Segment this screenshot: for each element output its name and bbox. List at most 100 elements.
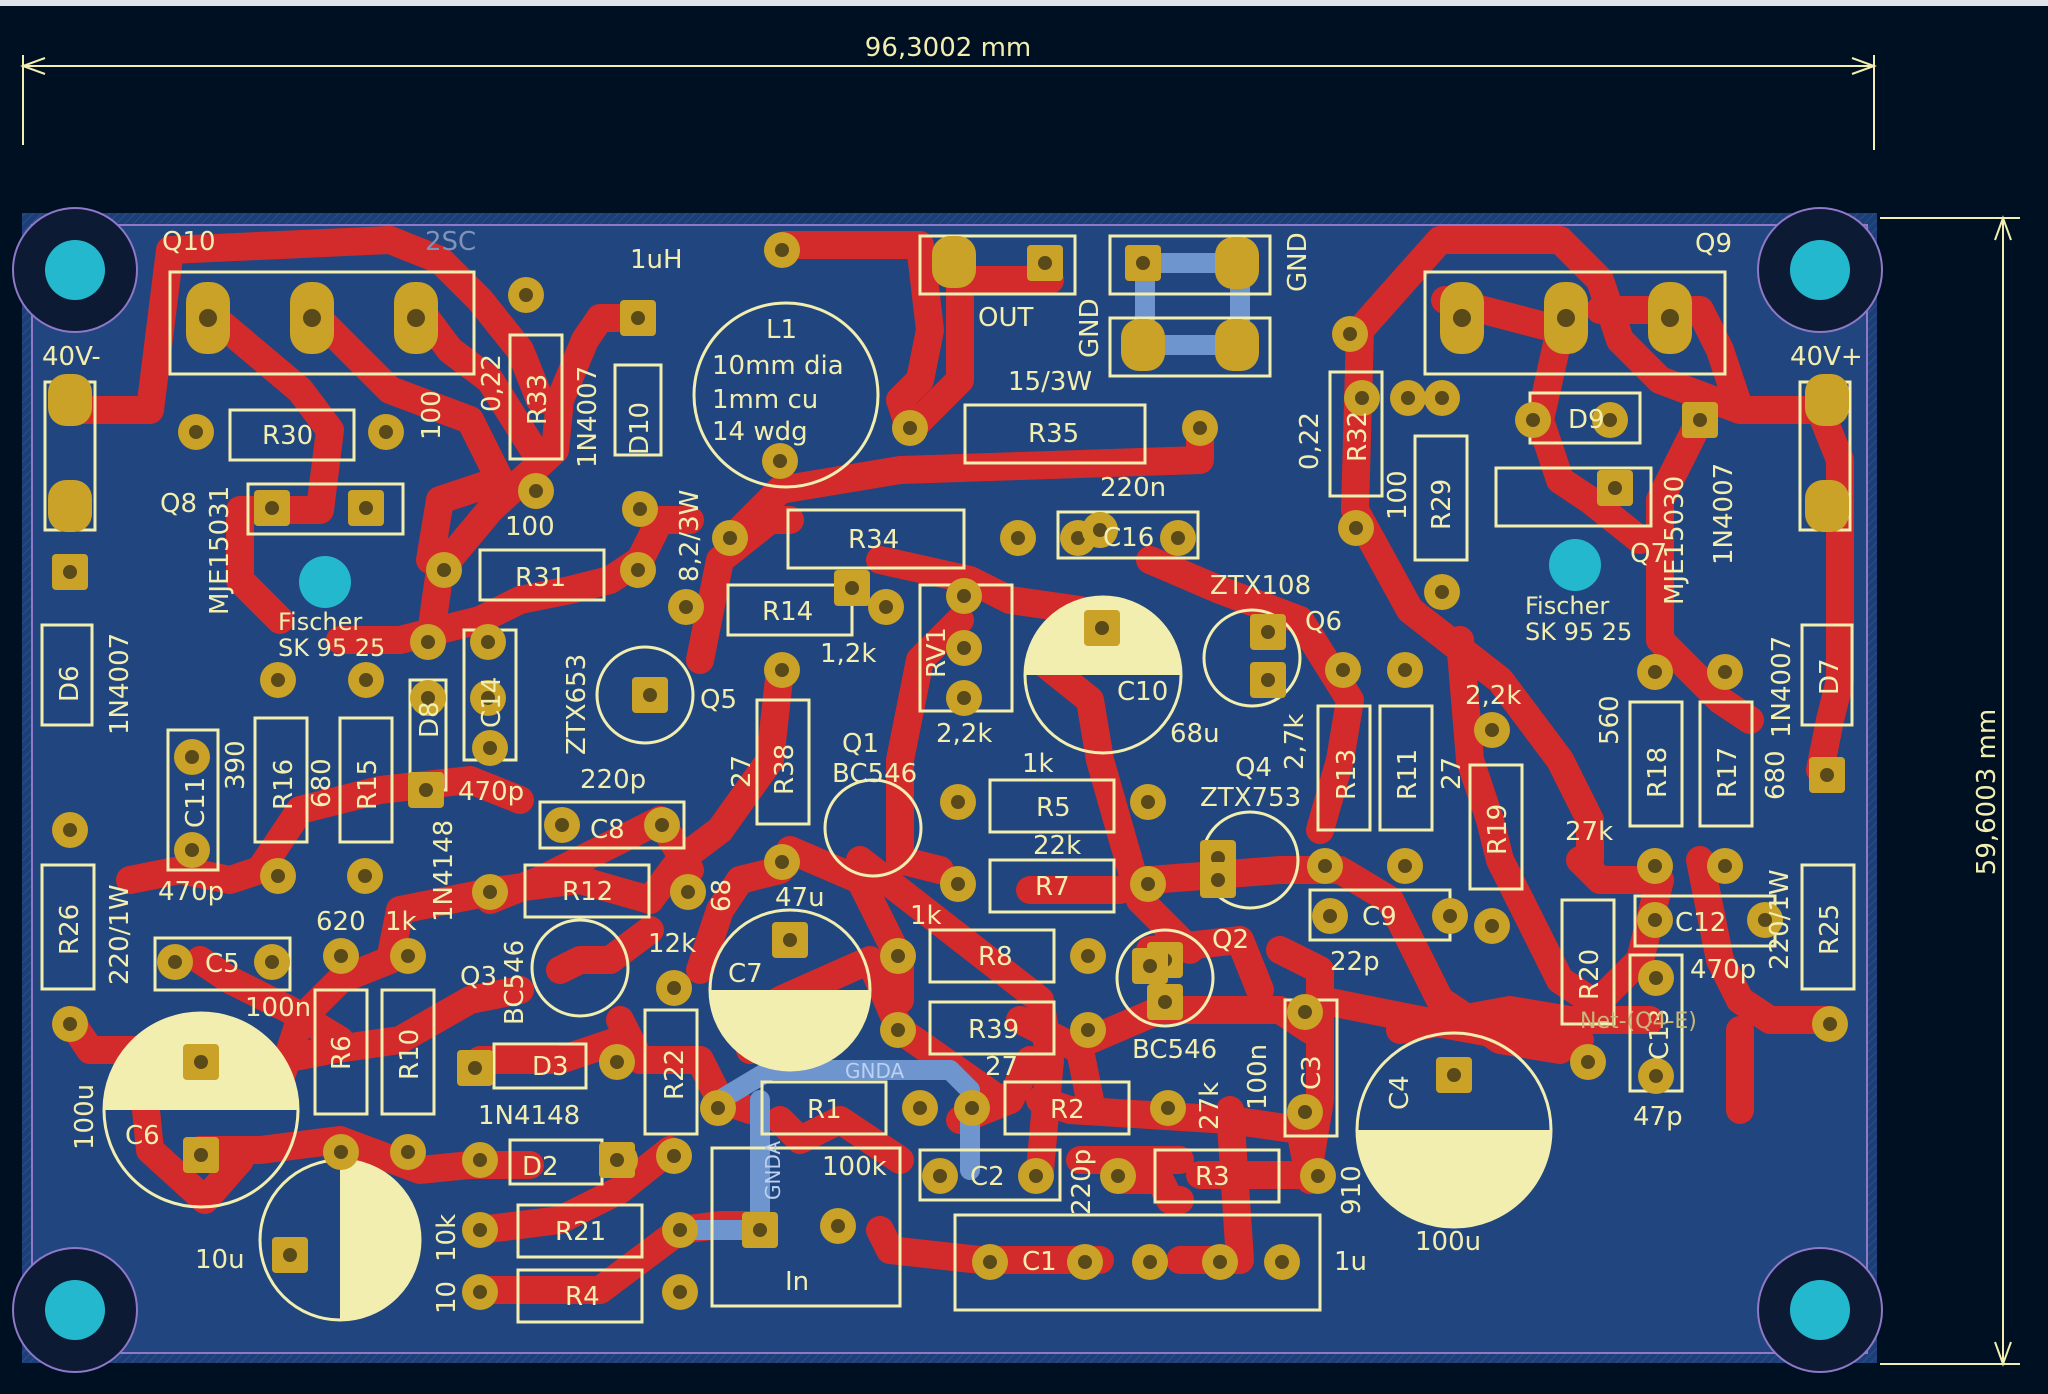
label-r13: R13 <box>1332 749 1362 800</box>
label-gnd-right: GND <box>1283 232 1313 292</box>
label-r11-value: 27 <box>1437 757 1467 790</box>
label-r14: R14 <box>762 597 813 627</box>
pad-drill <box>1398 663 1412 677</box>
r2-body <box>1003 1080 1131 1136</box>
pad-drill <box>1823 1017 1837 1031</box>
label-c16-value: 220n <box>1100 473 1166 503</box>
pad-drill <box>407 309 425 327</box>
label-d2: D2 <box>522 1152 559 1182</box>
pad-drill <box>265 501 279 515</box>
q6-outline <box>1202 608 1302 708</box>
pad-drill <box>271 869 285 883</box>
pad-drill <box>1193 421 1207 435</box>
label-r38: R38 <box>770 744 800 795</box>
label-r22-value: 12k <box>648 929 696 959</box>
pad-drill <box>421 691 435 705</box>
label-r15-value: 680 <box>307 758 337 808</box>
pad-drill <box>1143 1255 1157 1269</box>
r20-body <box>1560 898 1616 1026</box>
mounting-hole-tl <box>12 207 138 333</box>
pad-drill <box>633 502 647 516</box>
pad-drill <box>1318 859 1332 873</box>
pad-drill <box>1693 413 1707 427</box>
label-r4: R4 <box>565 1282 600 1312</box>
r6-body <box>313 988 369 1116</box>
label-c16: C16 <box>1103 523 1154 553</box>
label-c7-value: 47u <box>775 883 825 913</box>
pad-drill <box>265 955 279 969</box>
pad-drill <box>359 501 373 515</box>
component-pads[interactable] <box>48 232 1849 1310</box>
label-r16-value: 390 <box>221 740 251 790</box>
label-r13-value: 2,7k <box>1280 714 1310 770</box>
label-r14-value: 1,2k <box>820 639 876 669</box>
connector-pad[interactable] <box>1805 480 1849 532</box>
label-d3: D3 <box>532 1052 569 1082</box>
pad-drill <box>419 783 433 797</box>
pad-drill <box>1485 919 1499 933</box>
label-c3: C3 <box>1297 1055 1327 1090</box>
silkscreen-labels: Q10 2SC 1uH L1 10mm dia 1mm cu 14 wdg OU… <box>42 227 1863 1314</box>
c2-outline <box>918 1148 1062 1202</box>
label-q8: Q8 <box>160 489 197 519</box>
r39-body <box>928 1000 1056 1056</box>
label-l1-cu: 1mm cu <box>712 385 818 415</box>
pad-drill <box>481 635 495 649</box>
pad-drill <box>1343 327 1357 341</box>
pad-drill <box>189 425 203 439</box>
label-c15-value: 10u <box>195 1245 245 1275</box>
label-c13: C13 <box>1645 1009 1675 1060</box>
pad-drill <box>667 1149 681 1163</box>
pad-drill <box>473 1285 487 1299</box>
pad-drill <box>1141 877 1155 891</box>
pad-drill <box>1398 859 1412 873</box>
pad-drill <box>933 1169 947 1183</box>
label-q8-part: MJE15031 <box>205 486 235 615</box>
label-d6: D6 <box>55 665 85 702</box>
connector-pad[interactable] <box>1121 319 1165 371</box>
label-heatsink-left: SK 95 25 <box>278 634 385 662</box>
pad-drill <box>673 1285 687 1299</box>
connector-pad[interactable] <box>1805 374 1849 426</box>
width-dimension <box>20 55 1877 150</box>
window-top-strip <box>0 0 2048 6</box>
pad-drill <box>711 1101 725 1115</box>
c1-outline <box>953 1213 1322 1312</box>
label-c12: C12 <box>1675 908 1726 938</box>
label-l1-dia: 10mm dia <box>712 351 844 381</box>
label-r3: R3 <box>1195 1162 1230 1192</box>
label-r30-value: 100 <box>417 390 447 440</box>
label-r30: R30 <box>262 421 313 451</box>
d6-body <box>40 623 94 727</box>
pad-drill <box>773 454 787 468</box>
pad-drill <box>1141 795 1155 809</box>
label-c9: C9 <box>1362 902 1397 932</box>
label-c9-value: 22p <box>1330 947 1380 977</box>
pad-drill <box>168 955 182 969</box>
connector-pad[interactable] <box>1215 237 1259 289</box>
label-rv1-value: 2,2k <box>936 719 992 749</box>
label-r17: R17 <box>1713 747 1743 798</box>
label-c8-value: 220p <box>580 765 646 795</box>
d10-body <box>613 363 663 457</box>
q8-outline <box>246 482 405 536</box>
label-r35-value: 15/3W <box>1008 367 1092 397</box>
gnd-connector-top-outline <box>1108 234 1272 296</box>
connector-pad[interactable] <box>48 374 92 426</box>
connector-pad[interactable] <box>48 480 92 532</box>
label-r17-value: 680 <box>1761 750 1791 800</box>
label-r21: R21 <box>555 1217 606 1247</box>
pad-drill <box>1649 1069 1663 1083</box>
pad-drill <box>1648 913 1662 927</box>
pad-drill <box>951 795 965 809</box>
label-c3-value: 100n <box>1243 1044 1273 1110</box>
mounting-hole-bl <box>12 1247 138 1373</box>
label-d10-value: 1N4007 <box>573 366 603 468</box>
pad-drill <box>1311 1169 1325 1183</box>
r4-body <box>516 1268 644 1324</box>
label-out: OUT <box>978 303 1033 333</box>
connector-pad[interactable] <box>1215 319 1259 371</box>
pad-drill <box>1526 413 1540 427</box>
connector-pad[interactable] <box>932 236 976 288</box>
